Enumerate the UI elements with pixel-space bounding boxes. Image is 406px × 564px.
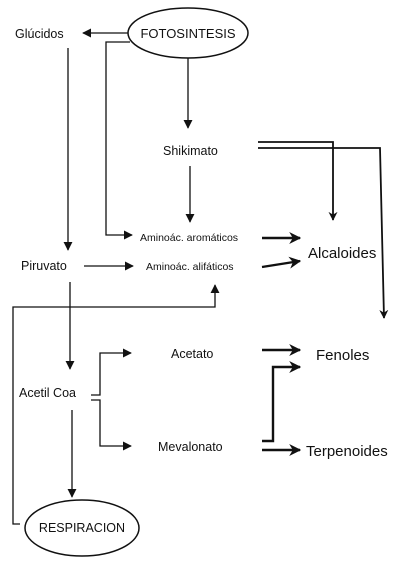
edge-alifaticos-alcaloides: [261, 256, 302, 269]
mevalonato-label: Mevalonato: [158, 440, 223, 454]
alcaloides-label: Alcaloides: [308, 245, 376, 262]
terpenoides-label: Terpenoides: [306, 443, 388, 460]
respiracion-label: RESPIRACION: [39, 521, 125, 535]
edge-fotosintesis-aminoac-aromaticos: [105, 41, 133, 240]
acetato-label: Acetato: [171, 347, 213, 361]
glucidos-label: Glúcidos: [15, 27, 64, 41]
edge-shikimato-alcaloides: [258, 141, 338, 221]
respiracion-ellipse: [24, 499, 140, 557]
shikimato-label: Shikimato: [163, 144, 218, 158]
edge-shikimato-fenoles: [258, 147, 389, 319]
edge-respiracion-aminoac-alifaticos: [12, 284, 220, 525]
edge-mevalonato-fenoles: [262, 361, 302, 443]
fenoles-label: Fenoles: [316, 347, 369, 364]
edge-acetil-coa-acetato: [91, 348, 132, 396]
aminoac-aromaticos-label: Aminoác. aromáticos: [140, 232, 238, 244]
piruvato-label: Piruvato: [21, 259, 67, 273]
aminoac-alifaticos-label: Aminoác. alifáticos: [146, 261, 234, 273]
edge-acetil-coa-mevalonato: [91, 399, 132, 451]
fotosintesis-label: FOTOSINTESIS: [140, 26, 235, 41]
acetil-coa-label: Acetil Coa: [19, 386, 76, 400]
